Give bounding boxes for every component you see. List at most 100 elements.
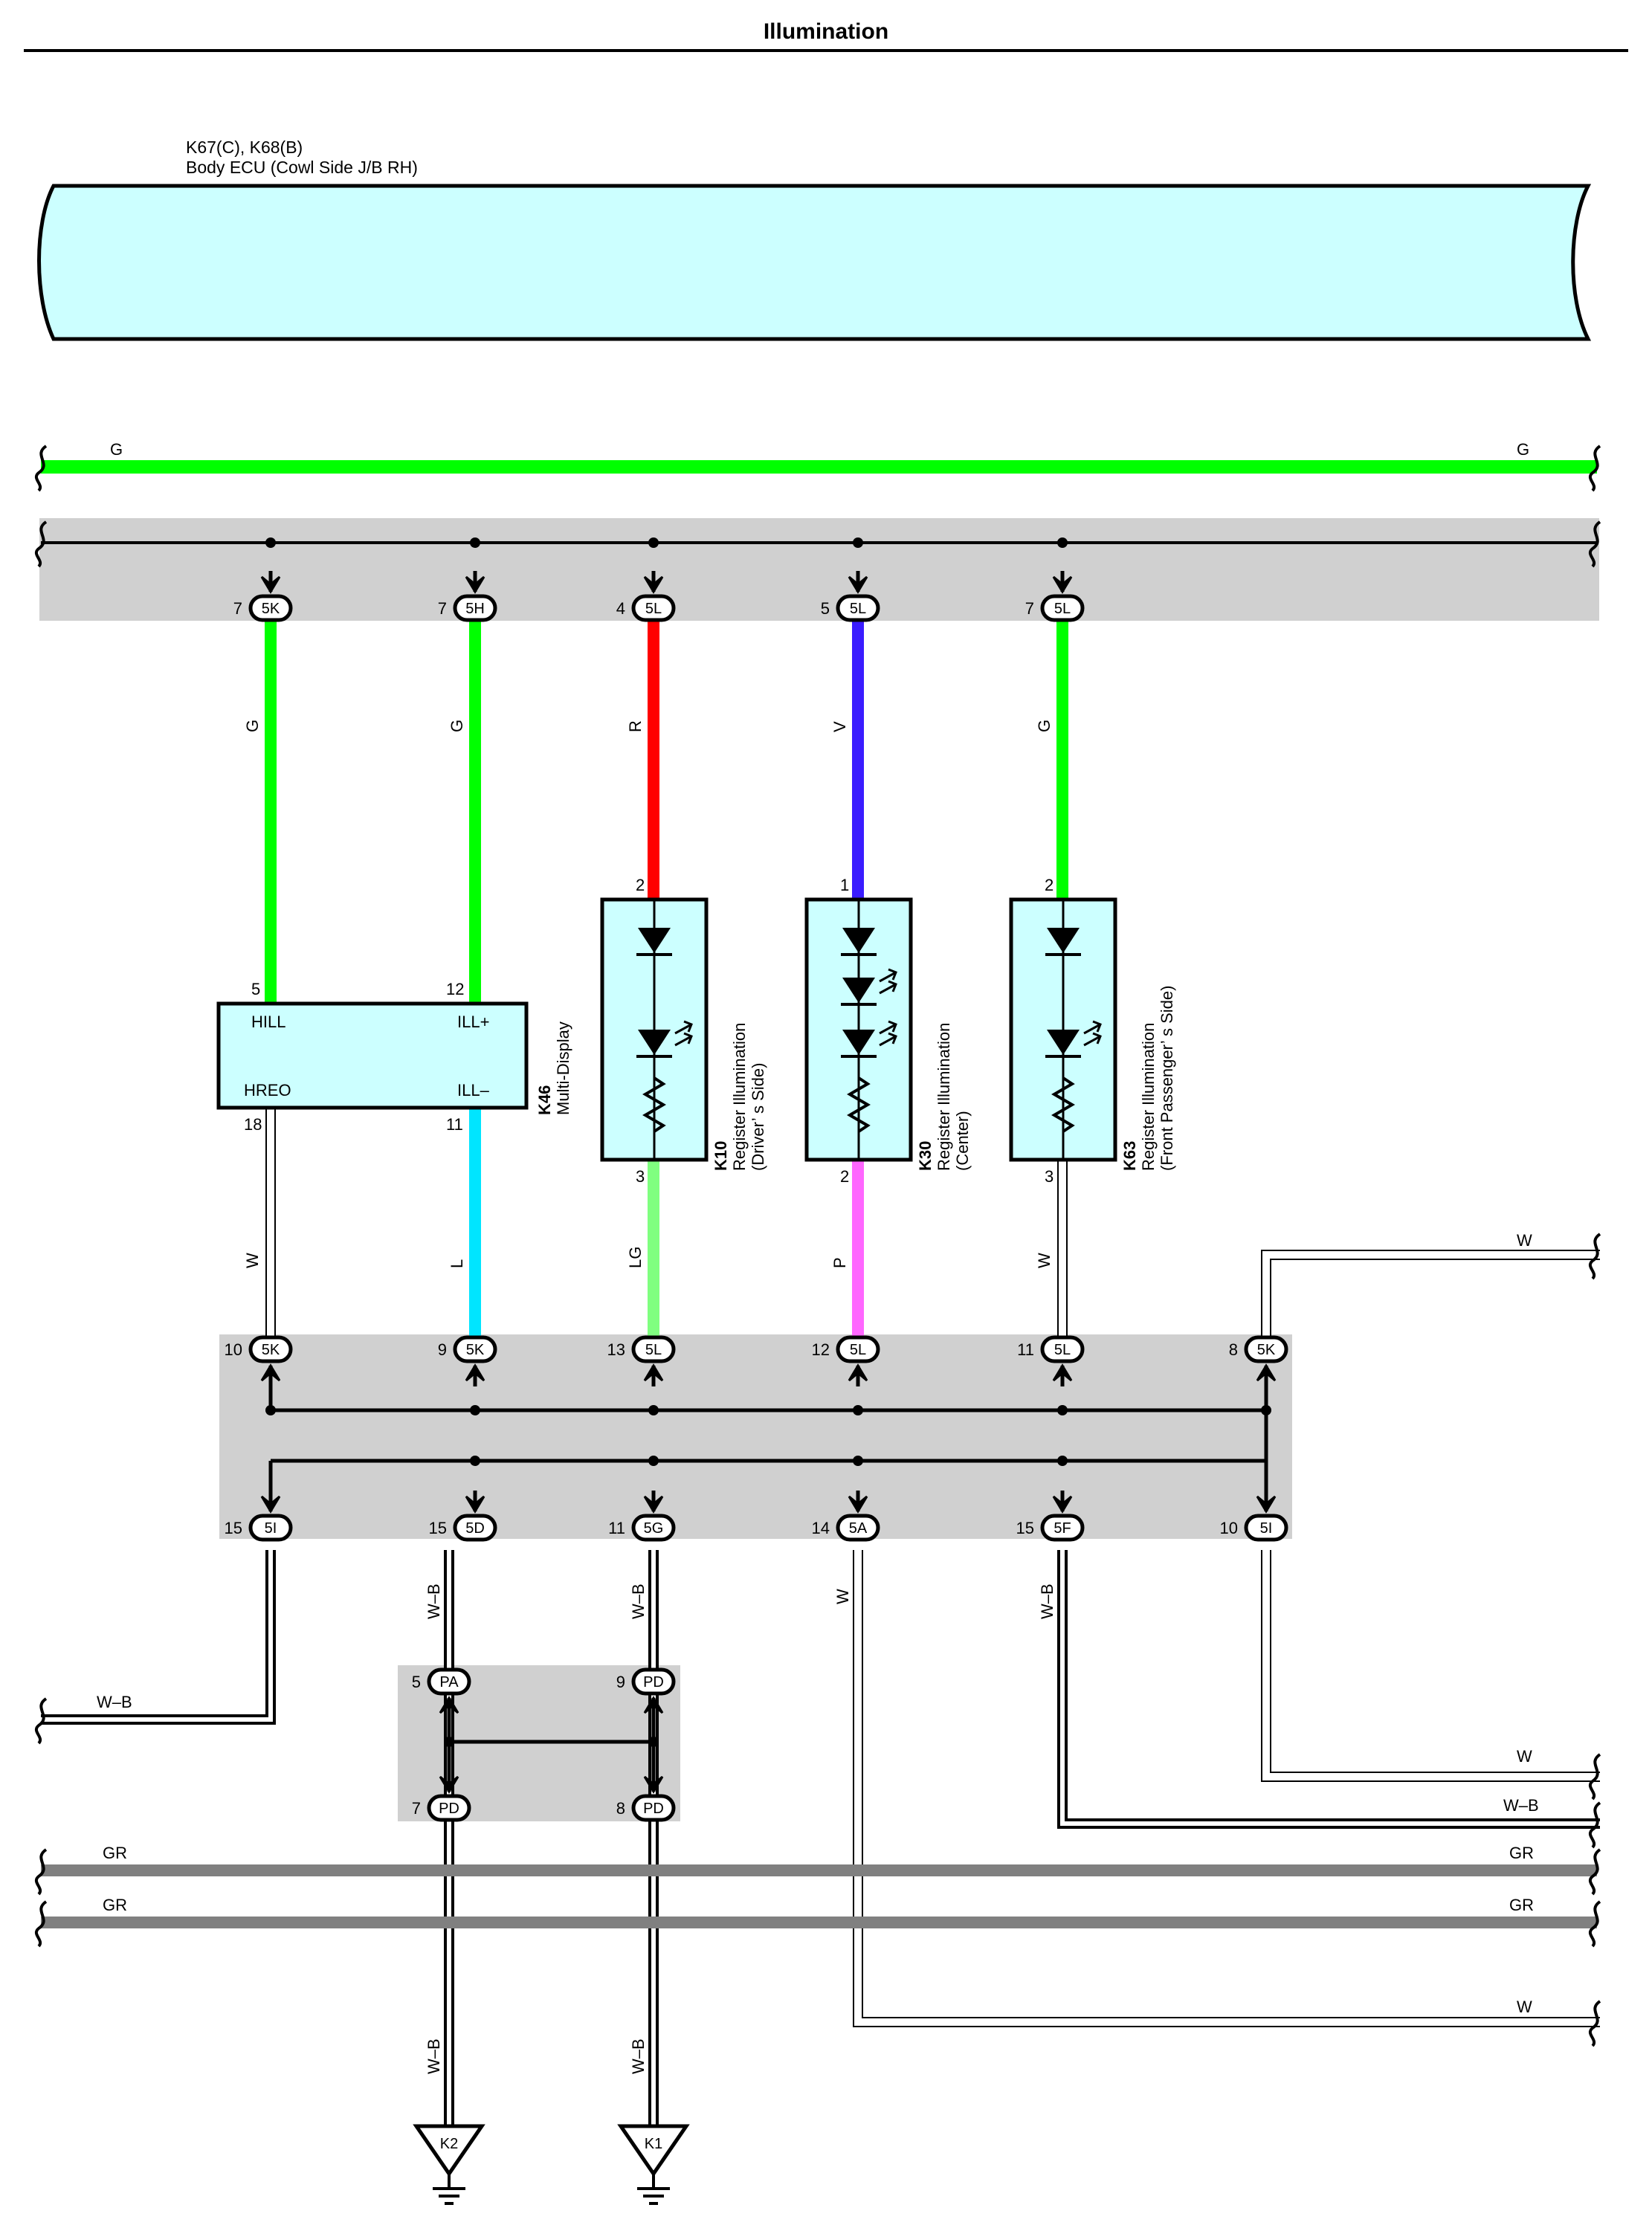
ecu-connector-area-mid [219,1334,1292,1539]
mid-upper-tap-5-conn: 5K [1257,1342,1276,1358]
md-code: K46 [535,1085,554,1115]
mid-upper-tap-1: 5K 9 [438,1335,497,1386]
mid-lower-tap-2-conn: 5G [644,1520,664,1537]
wire-r [648,617,659,900]
wire-w-right-upper-inner [1262,1251,1600,1338]
gr-2-left-label: GR [103,1896,127,1914]
register-k10 [600,897,709,1162]
wire-w-bottom [853,1550,1600,2027]
mid-lower-tap-3-pin: 14 [812,1519,830,1537]
top-tap-1-conn: 5H [465,601,485,617]
mid-upper-dot-0 [265,1405,276,1415]
wire-label-w-5a: W [833,1589,852,1604]
md-pin-illm: 11 [446,1115,463,1134]
wire-label-g-1: G [243,720,262,732]
md-label-illp: ILL+ [457,1013,489,1031]
md-pin-hreo: 18 [244,1115,262,1134]
wire-w-right-1 [1261,1550,1600,1782]
register-k63 [1009,897,1117,1162]
wire-w-bottom-inner [854,1550,1600,2026]
wire-label-g-3: G [1035,720,1054,732]
md-pin-hill: 5 [251,980,260,998]
top-tap-1: 5H7 [438,571,497,622]
multi-display-box [216,1001,529,1110]
top-tap-3-conn: 5L [850,601,866,617]
k63-line2: (Front Passenger’ s Side) [1158,986,1176,1171]
junction-tap-2-conn: PD [439,1801,459,1817]
ecu-code: K67(C), K68(B) [186,138,303,157]
mid-upper-tap-4-conn: 5L [1054,1342,1071,1358]
top-tap-0-conn: 5K [262,601,280,617]
mid-lower-tap-1-conn: 5D [465,1520,485,1537]
wire-wb-right-inner [1060,1550,1600,1826]
mid-lower-tap-0-conn: 5I [265,1520,277,1537]
top-tap-2-conn: 5L [645,601,662,617]
md-pin-illp: 12 [446,980,464,998]
top-tap-3-pin: 5 [821,599,830,618]
md-caption: K46 Multi-Display [535,1021,572,1115]
ground-k1 [617,2124,690,2205]
top-tap-4-conn: 5L [1054,601,1071,617]
top-junction-dot-4 [1057,537,1068,548]
junction-tap-3-pin: 8 [616,1799,625,1818]
mid-upper-tap-5: 5K 8 [1229,1335,1288,1386]
k63-pin-bottom: 3 [1045,1167,1054,1186]
top-junction-dot-0 [265,537,276,548]
wb-right-label: W–B [1503,1796,1539,1815]
junction-tap-1-pin: 9 [616,1673,625,1691]
mid-lower-dot-2 [648,1456,659,1466]
wire-label-r: R [626,720,645,732]
mid-upper-tap-1-conn: 5K [466,1342,485,1358]
wire-wb-left [41,1550,276,1725]
k10-line2: (Driver’ s Side) [749,1063,767,1171]
gr-1-right-label: GR [1509,1844,1534,1862]
mid-upper-tap-5-pin: 8 [1229,1340,1238,1359]
mid-upper-tap-1-pin: 9 [438,1340,447,1359]
junction-dot-left [444,1737,454,1747]
k30-line1: Register Illumination [935,1023,953,1171]
k30-caption: K30 Register Illumination (Center) [916,1023,972,1171]
ground-k2 [413,2124,485,2205]
k63-line1: Register Illumination [1139,1023,1158,1171]
junction-tap-2: PD7 [412,1771,471,1822]
ground-k2-label: K2 [440,2136,458,2152]
wire-label-wb-5d: W–B [425,1583,443,1619]
wire-label-w-1: W [243,1253,262,1268]
page-title: Illumination [764,19,888,44]
mid-lower-tap-4-conn: 5F [1054,1520,1071,1537]
mid-upper-tap-2-conn: 5L [645,1342,662,1358]
top-junction-dot-2 [648,537,659,548]
wire-label-g-2: G [448,720,466,732]
k63-pin-top: 2 [1045,876,1054,894]
mid-lower-tap-1-pin: 15 [429,1519,447,1537]
k30-pin-bottom: 2 [840,1167,849,1186]
mid-lower-tap-4-pin: 15 [1016,1519,1034,1537]
wire-label-wb-k1: W–B [629,2038,648,2074]
wire-w-right-1-inner [1262,1550,1600,1780]
wire-g-5h [469,617,481,1004]
ecu-name: Body ECU (Cowl Side J/B RH) [186,158,418,177]
k10-pin-bottom: 3 [636,1167,645,1186]
mid-upper-dot-3 [853,1405,863,1415]
w-right-1-label: W [1517,1747,1532,1766]
mid-lower-tap-1: 5D 15 [429,1491,497,1542]
mid-lower-dot-3 [853,1456,863,1466]
k30-line2: (Center) [953,1111,972,1171]
top-tap-2: 5L4 [616,571,676,622]
k10-pin-top: 2 [636,876,645,894]
ground-k1-label: K1 [645,2136,662,2152]
mid-upper-tap-0-pin: 10 [225,1340,242,1359]
mid-lower-tap-4: 5F 15 [1016,1491,1085,1542]
k10-caption: K10 Register Illumination (Driver’ s Sid… [712,1023,767,1171]
junction-tap-1: PD9 [616,1667,676,1719]
w-right-upper-label: W [1517,1231,1532,1250]
mid-upper-tap-3-pin: 12 [812,1340,830,1359]
mid-upper-dot-1 [470,1405,480,1415]
